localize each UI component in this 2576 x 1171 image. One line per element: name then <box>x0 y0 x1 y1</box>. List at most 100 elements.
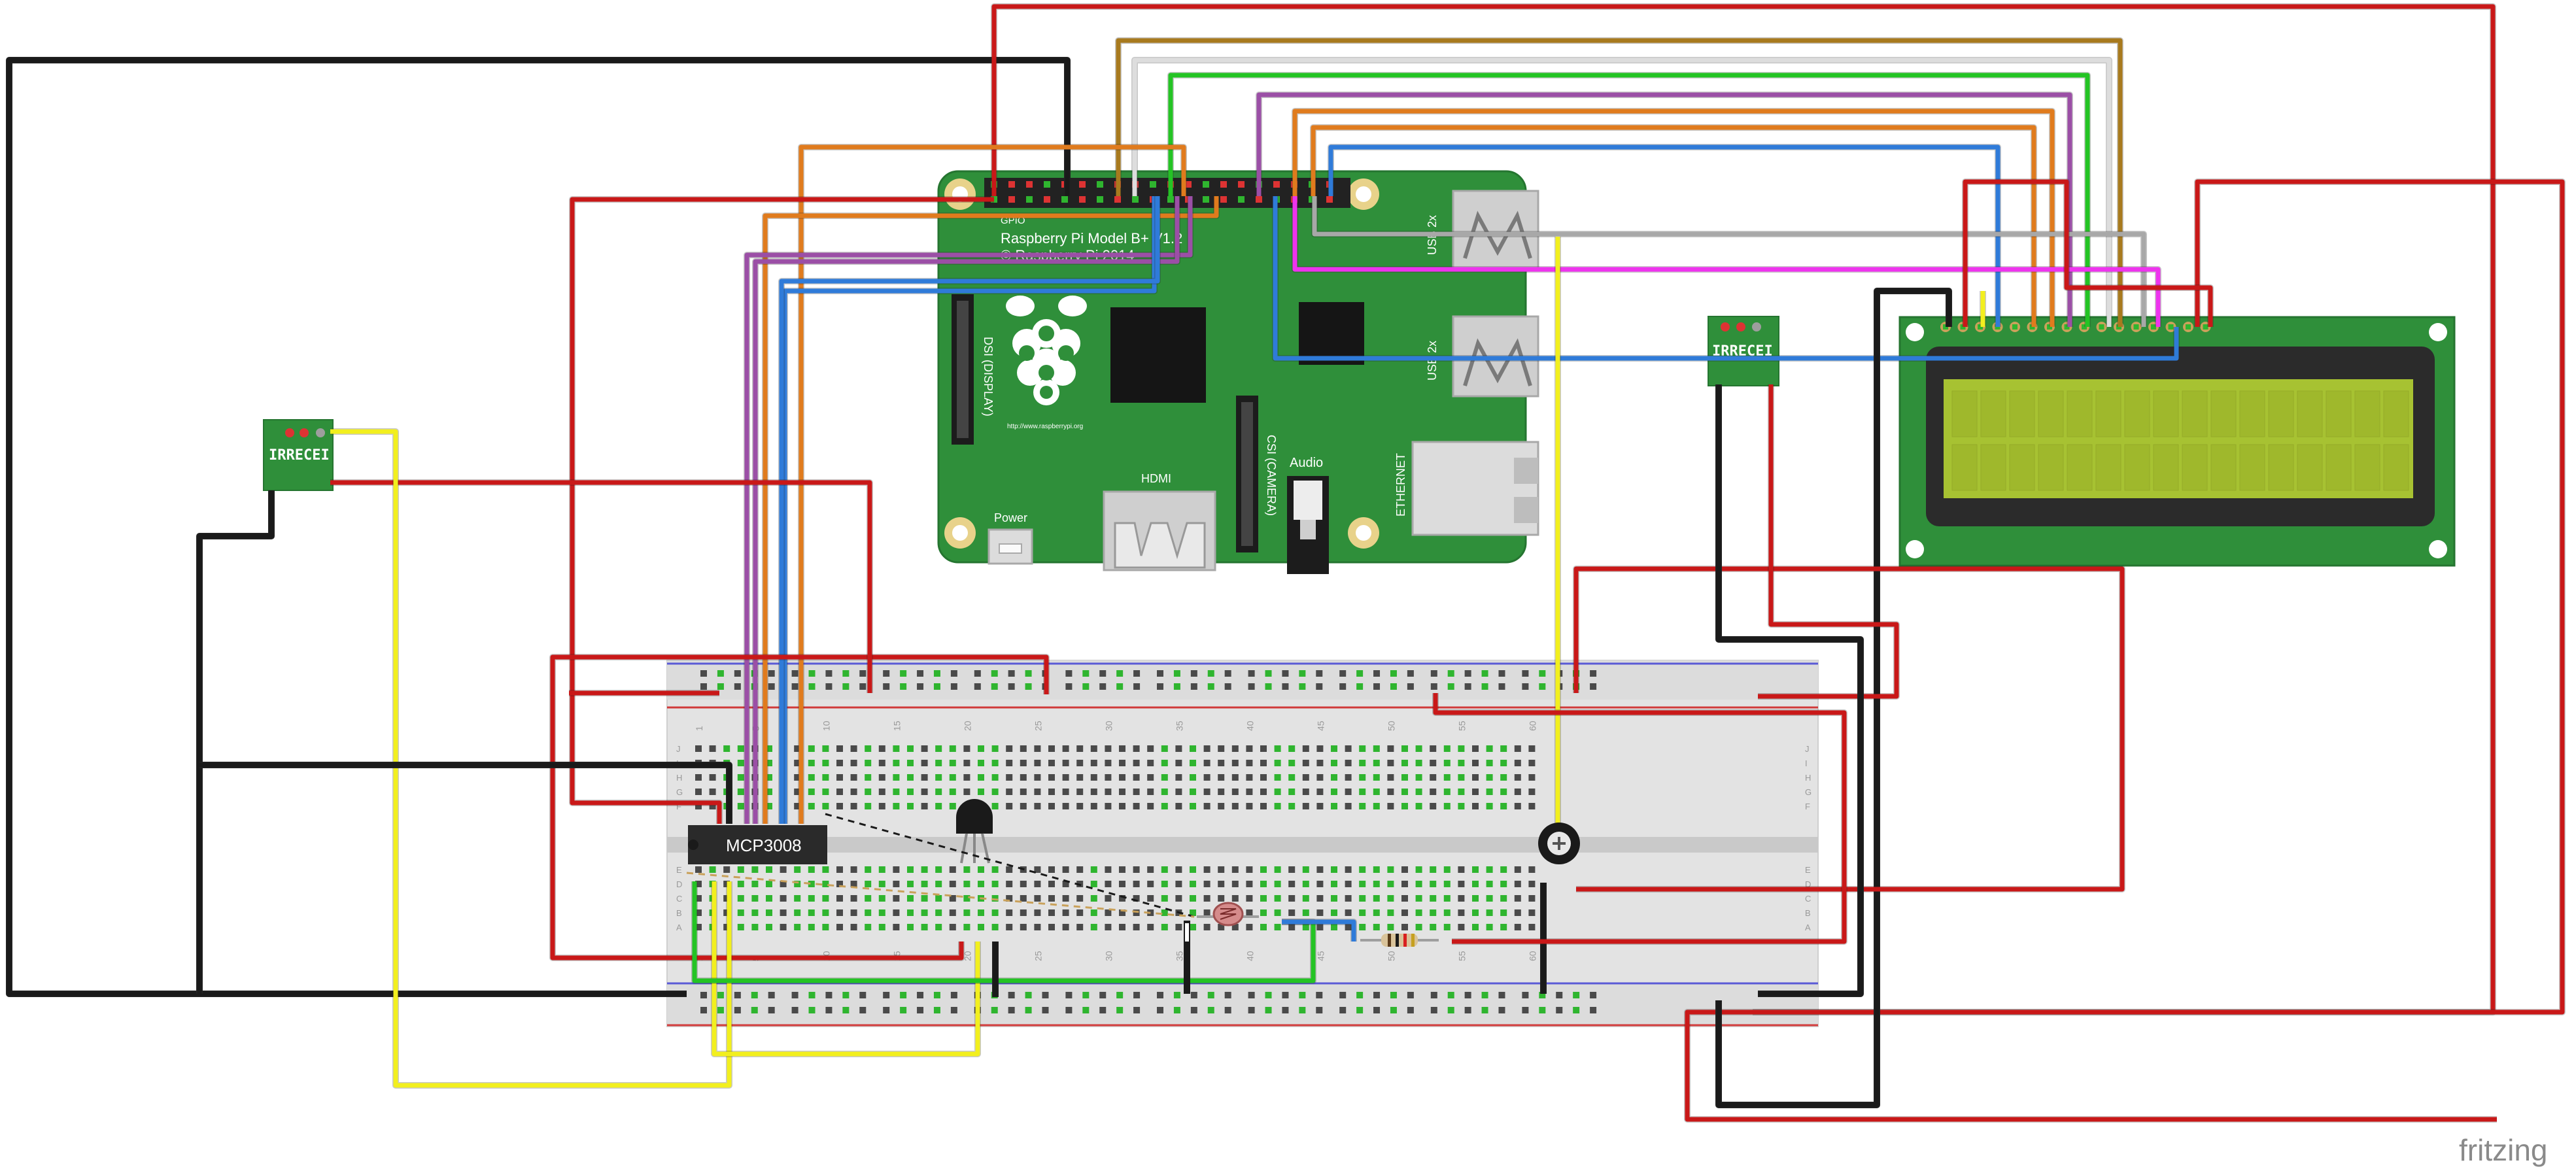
wire <box>1311 125 2036 327</box>
lcd-display <box>1898 316 2456 567</box>
svg-text:25: 25 <box>1033 721 1043 731</box>
wire <box>763 196 1219 824</box>
soc-chip <box>1110 307 1206 403</box>
svg-text:50: 50 <box>1386 721 1396 731</box>
wire <box>7 58 1070 996</box>
breadboard-column-numbers: 1155101015152020252530303535404045455050… <box>694 721 1537 961</box>
svg-text:D: D <box>1805 879 1811 889</box>
svg-text:H: H <box>1805 773 1811 783</box>
svg-text:E: E <box>676 865 682 875</box>
svg-text:60: 60 <box>1527 951 1537 961</box>
raspberry-logo-icon <box>1006 296 1087 405</box>
svg-text:20: 20 <box>962 721 972 731</box>
wire <box>744 196 1193 824</box>
svg-text:1: 1 <box>694 726 704 731</box>
audio-label: Audio <box>1290 456 1323 470</box>
dashed-signal-line <box>686 872 1195 918</box>
resistor <box>1360 934 1439 947</box>
svg-text:B: B <box>1805 908 1811 918</box>
svg-text:G: G <box>676 787 683 797</box>
svg-text:D: D <box>676 879 682 889</box>
wire <box>782 196 1157 824</box>
svg-text:B: B <box>676 908 682 918</box>
wire <box>1312 196 2146 327</box>
svg-text:A: A <box>676 923 682 932</box>
svg-text:F: F <box>1805 802 1810 811</box>
potentiometer <box>1538 823 1580 864</box>
csi-label: CSI (CAMERA) <box>1265 435 1278 516</box>
svg-text:ETHERNET: ETHERNET <box>1394 453 1407 517</box>
svg-text:35: 35 <box>1174 721 1184 731</box>
wire <box>799 144 1186 824</box>
svg-text:45: 45 <box>1315 951 1326 961</box>
dsi-label: DSI (DISPLAY) <box>982 337 995 416</box>
photoresistor <box>1197 902 1259 926</box>
svg-text:G: G <box>1805 787 1812 797</box>
svg-text:C: C <box>1805 894 1811 904</box>
wire <box>779 196 1160 824</box>
power-label: Power <box>994 511 1027 524</box>
wire <box>330 429 732 1088</box>
mcp3008-label: MCP3008 <box>726 836 802 855</box>
wire <box>1292 196 2161 327</box>
ir-receiver-left: IRRECEI <box>263 419 334 491</box>
wire <box>1273 196 2179 361</box>
usb-controller-chip <box>1299 302 1364 365</box>
wire <box>1168 73 2090 327</box>
wire <box>1132 58 2112 327</box>
wire <box>1573 566 2125 892</box>
svg-text:35: 35 <box>1174 951 1184 961</box>
wire <box>1256 92 2072 327</box>
svg-text:I: I <box>1805 758 1808 768</box>
hdmi-label: HDMI <box>1141 472 1171 485</box>
wires <box>6 3 2566 1123</box>
wire <box>550 654 1049 960</box>
wire <box>1292 109 2055 327</box>
wire <box>1328 144 2001 327</box>
svg-text:10: 10 <box>821 721 831 731</box>
mcp3008-chip: MCP3008 <box>688 825 827 864</box>
svg-text:A: A <box>1805 923 1811 932</box>
svg-text:20: 20 <box>962 951 972 961</box>
lcd-character-grid <box>1951 390 2409 491</box>
dashed-signal-line <box>825 813 1195 918</box>
svg-text:25: 25 <box>1033 951 1043 961</box>
wire <box>199 762 732 824</box>
svg-text:55: 55 <box>1456 951 1467 961</box>
svg-text:J: J <box>676 744 681 754</box>
svg-text:55: 55 <box>1456 721 1467 731</box>
usb-port-top: USB 2x <box>1426 190 1539 269</box>
svg-text:60: 60 <box>1527 721 1537 731</box>
fritzing-watermark: fritzing <box>2459 1133 2547 1167</box>
wire <box>1963 179 2213 327</box>
svg-text:H: H <box>676 773 682 783</box>
wire <box>753 196 1180 824</box>
wire <box>1433 693 1847 944</box>
wire <box>1716 384 1863 996</box>
wire <box>197 490 274 994</box>
wire <box>570 197 994 824</box>
svg-text:F: F <box>676 802 681 811</box>
wire <box>1685 179 2565 1122</box>
wire <box>712 881 980 1057</box>
pi-url: http://www.raspberrypi.org <box>1007 423 1083 430</box>
svg-text:E: E <box>1805 865 1811 875</box>
svg-text:30: 30 <box>1103 951 1114 961</box>
svg-text:J: J <box>1805 744 1810 754</box>
svg-text:IRRECEI: IRRECEI <box>269 447 330 464</box>
svg-text:50: 50 <box>1386 951 1396 961</box>
wire <box>330 480 872 693</box>
svg-text:30: 30 <box>1103 721 1114 731</box>
temperature-sensor <box>956 799 993 864</box>
svg-text:C: C <box>676 894 682 904</box>
ethernet-port: ETHERNET <box>1394 441 1539 536</box>
wire <box>1758 384 1899 699</box>
ir-receiver-right: IRRECEI <box>1708 316 1779 386</box>
svg-text:40: 40 <box>1245 721 1255 731</box>
wire <box>1282 919 1356 942</box>
svg-text:40: 40 <box>1245 951 1255 961</box>
wire <box>1116 38 2123 327</box>
svg-text:45: 45 <box>1315 721 1326 731</box>
svg-text:15: 15 <box>891 721 902 731</box>
